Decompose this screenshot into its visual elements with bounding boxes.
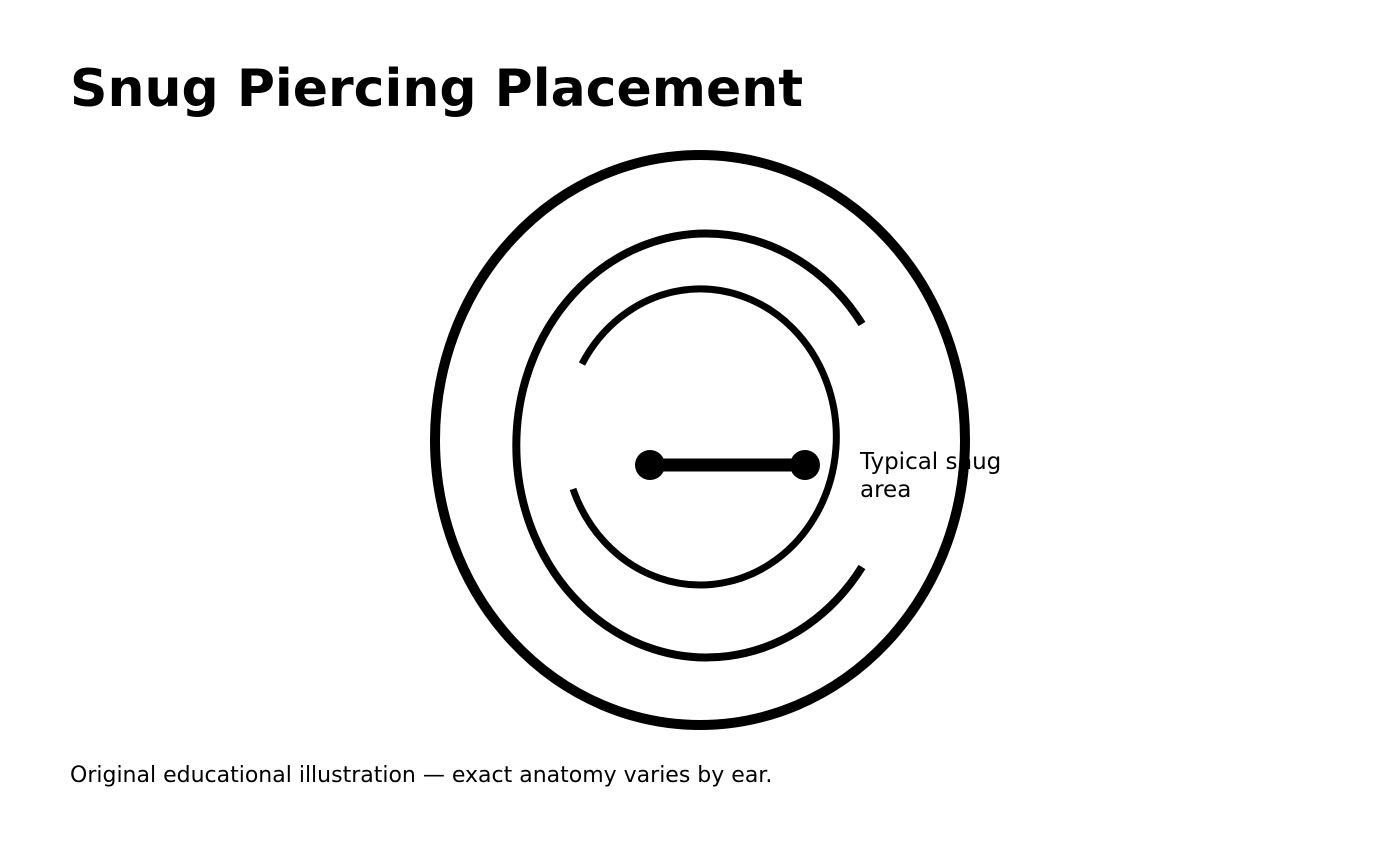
concha-curve [569, 285, 840, 589]
barbell-ball-left [635, 450, 665, 480]
barbell-ball-right [790, 450, 820, 480]
caption: Original educational illustration — exac… [70, 763, 773, 788]
page-title: Snug Piercing Placement [70, 59, 804, 119]
snug-area-label: Typical snug area [859, 449, 1009, 503]
snug-area-label-line-1: Typical snug [859, 449, 1001, 475]
antihelix-curve [512, 229, 866, 662]
outer-ear-outline [430, 150, 970, 730]
snug-area-label-line-2: area [860, 477, 911, 503]
